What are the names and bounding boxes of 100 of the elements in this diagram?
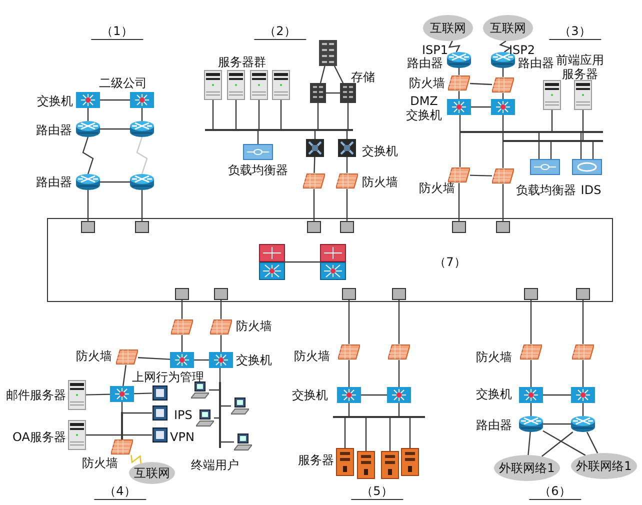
server-icon <box>68 380 86 410</box>
router-icon <box>76 121 100 137</box>
router-icon <box>130 121 154 137</box>
port-box <box>576 288 590 300</box>
device-label: 防火墙 <box>294 349 330 363</box>
connection-line <box>219 368 221 382</box>
router-icon <box>447 52 471 68</box>
computer-icon <box>234 433 252 451</box>
text-label: ISP1 <box>422 43 448 57</box>
connection-line <box>122 364 126 386</box>
section-number: （6） <box>529 484 581 500</box>
connection-line <box>541 432 574 457</box>
connection-line <box>258 100 260 130</box>
switch-icon <box>571 387 595 403</box>
appliance-icon <box>530 159 560 175</box>
device-label: 防火墙 <box>476 350 512 364</box>
firewall-icon <box>171 319 193 335</box>
bus-line <box>503 140 603 142</box>
text-label: ISP2 <box>508 43 536 57</box>
firewall-icon <box>303 173 325 189</box>
connection-line <box>398 360 400 387</box>
device-label: 负载均衡器 <box>228 163 288 177</box>
port-box <box>496 221 510 233</box>
connection-line <box>582 360 584 387</box>
text-label: 前端应用服务器 <box>555 53 605 81</box>
switch-icon <box>447 99 471 115</box>
bus-line <box>333 416 425 418</box>
section-number: （1） <box>91 24 143 40</box>
device-label: OA服务器 <box>12 430 66 444</box>
router-icon <box>571 416 595 432</box>
connection-line <box>551 110 553 132</box>
connection-line <box>409 417 411 448</box>
firewall-icon <box>448 75 470 91</box>
device-label: 交换机 <box>362 144 398 158</box>
connection-line <box>317 103 319 130</box>
connection-line <box>100 128 130 130</box>
connection-line <box>361 394 387 396</box>
connection-line <box>347 103 349 130</box>
appliance-icon <box>152 385 168 401</box>
computer-icon <box>196 409 214 427</box>
connection-line <box>550 141 552 159</box>
connection-line <box>220 441 234 443</box>
core-switch-icon <box>259 244 285 280</box>
connection-line <box>235 100 237 130</box>
port-box <box>342 288 356 300</box>
connection-line <box>122 412 152 414</box>
router-icon <box>519 416 543 432</box>
connection-line <box>87 190 89 221</box>
bus-line <box>205 129 353 131</box>
cloud: 互联网 <box>423 15 473 41</box>
text-label: 负载均衡器 <box>516 183 576 197</box>
appliance-icon <box>572 159 602 175</box>
connection-line <box>348 360 350 387</box>
firewall-icon <box>388 344 410 360</box>
device-label: 防火墙 <box>76 349 112 363</box>
lightning-link <box>498 40 512 52</box>
connection-line <box>530 403 532 416</box>
connection-line <box>100 181 130 183</box>
bus-line <box>460 131 603 133</box>
connection-line <box>220 405 231 407</box>
connection-line <box>346 189 348 221</box>
computer-icon <box>191 381 209 399</box>
connection-line <box>458 183 460 221</box>
server-icon <box>272 70 290 100</box>
device-label: 上网行为管理 <box>132 370 204 384</box>
connection-line <box>470 82 492 86</box>
connection-line <box>502 141 504 168</box>
switch-icon <box>387 387 411 403</box>
connection-line <box>365 417 367 451</box>
connection-line <box>502 184 504 221</box>
connection-line <box>348 300 350 344</box>
firewall-icon <box>492 77 514 93</box>
device-label: 防火墙 <box>236 319 272 333</box>
text-label: 服务器群 <box>218 55 266 69</box>
device-label: VPN <box>170 430 194 444</box>
server-icon <box>250 70 268 100</box>
firewall-icon <box>210 319 232 335</box>
connection-line <box>543 394 571 396</box>
connection-line <box>398 403 400 417</box>
connection-line <box>100 99 130 101</box>
device-label: 防火墙 <box>362 175 398 189</box>
connection-line <box>334 66 344 84</box>
connection-line <box>285 261 320 263</box>
port-box <box>307 221 321 233</box>
computer-icon <box>231 397 249 415</box>
firewall-icon <box>116 349 138 365</box>
connection-line <box>459 115 461 132</box>
storage-icon <box>319 40 337 66</box>
server-icon <box>227 70 245 100</box>
switch-icon <box>491 99 515 115</box>
server-icon <box>68 420 86 450</box>
device-label: 路由器 <box>407 56 443 70</box>
device-label: 防火墙 <box>82 456 118 470</box>
connection-line <box>181 300 183 319</box>
appliance-icon <box>243 144 273 160</box>
switch-icon <box>519 387 543 403</box>
device-label: 交换机 <box>236 353 272 367</box>
port-box <box>135 221 149 233</box>
device-label: 防火墙 <box>409 76 445 90</box>
bus-line <box>219 382 221 448</box>
